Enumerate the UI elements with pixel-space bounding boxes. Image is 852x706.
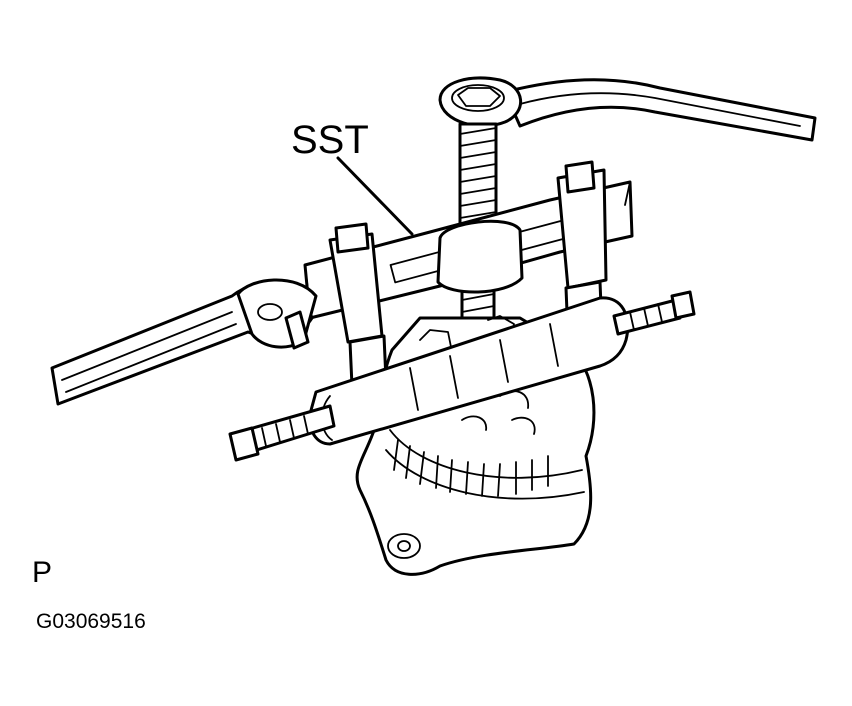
figure-code: G03069516 <box>36 610 146 633</box>
adjustable-wrench <box>50 278 318 406</box>
puller-crossbar <box>303 180 634 320</box>
sst-label: SST <box>291 118 369 162</box>
sst-leader-line <box>336 156 414 236</box>
long-bolt <box>228 290 696 462</box>
view-label: P <box>32 556 53 589</box>
ring-wrench-handle <box>438 76 817 142</box>
